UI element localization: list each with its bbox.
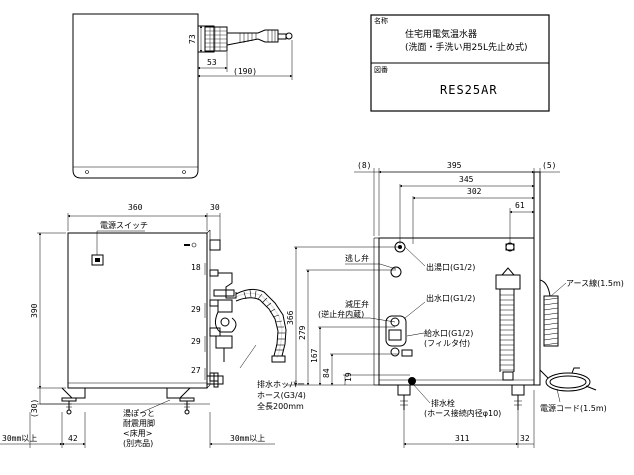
dim-360: 360 — [128, 203, 143, 212]
side-view: (8) 395 (5) 345 302 61 366 279 167 84 19 — [286, 161, 624, 448]
dim-345: 345 — [459, 175, 474, 184]
dim-32: 32 — [520, 434, 530, 443]
dim-390: 390 — [30, 303, 39, 318]
water-inlet-label-1: 給水口(G1/2) — [424, 328, 473, 338]
dim-190: (190) — [233, 67, 257, 76]
hopper-label-3: 全長200mm — [257, 401, 304, 411]
power-cord-label: 電源コード(1.5m) — [540, 404, 607, 413]
dim-30-bottom: (30) — [30, 399, 39, 418]
water-outlet-label: 出水口(G1/2) — [426, 293, 475, 303]
drawing-label: 図番 — [374, 66, 388, 74]
drain-plug-label-2: (ホース接続内径φ10) — [424, 408, 501, 418]
hopper-label-2: ホース(G3/4) — [257, 391, 306, 400]
dim-53: 53 — [207, 58, 217, 67]
power-switch-label: 電源スイッチ — [100, 221, 148, 230]
power-cord-coil — [539, 367, 597, 392]
drain-hopper — [206, 272, 287, 388]
title-block: 名称 住宅用電気温水器 (洗面・手洗い用25L先止め式) 図番 RES25AR — [370, 14, 550, 112]
foot-label-4: (別売品) — [123, 438, 153, 448]
product-name: 住宅用電気温水器 — [405, 28, 477, 40]
foot-label-2: 耐震用脚 — [123, 418, 155, 428]
relief-valve-label: 逃し弁 — [345, 253, 369, 263]
water-inlet-label-2: (フィルタ付) — [424, 338, 470, 348]
hot-outlet-label: 出湯口(G1/2) — [426, 262, 475, 272]
dim-5: (5) — [542, 161, 556, 170]
drain-plug-label-1: 排水栓 — [431, 398, 455, 408]
dim-167: 167 — [310, 348, 319, 363]
dim-19: 19 — [344, 372, 353, 382]
foot-label-3: <床用> — [123, 428, 152, 438]
top-view: 73 53 (190) — [72, 13, 293, 179]
front-view: 電源スイッチ 360 30 390 (30) — [0, 203, 306, 448]
drawing-number: RES25AR — [440, 83, 498, 97]
pressure-valve-label-1: 減圧弁 — [345, 299, 369, 309]
dim-29b: 29 — [191, 337, 201, 346]
dim-311: 311 — [455, 434, 470, 443]
dim-18: 18 — [191, 263, 201, 272]
ground-wire-label: アース線(1.5m) — [566, 278, 624, 288]
product-subtitle: (洗面・手洗い用25L先止め式) — [405, 41, 528, 53]
dim-30-top: 30 — [210, 203, 220, 212]
hopper-label-1: 排水ホッパー — [257, 379, 305, 389]
ground-wire-coil — [539, 279, 559, 347]
name-label: 名称 — [374, 16, 388, 25]
foot-label-1: 湯ぽっと — [123, 408, 155, 418]
dim-29a: 29 — [191, 305, 201, 314]
dim-73: 73 — [188, 34, 197, 44]
dim-395: 395 — [447, 161, 462, 170]
dim-27: 27 — [191, 366, 201, 375]
dim-30-left: 30mm以上 — [2, 434, 37, 443]
dim-61: 61 — [515, 201, 525, 210]
dim-84: 84 — [322, 368, 331, 378]
pressure-valve-label-2: (逆止弁内蔵) — [318, 309, 364, 319]
dim-279: 279 — [298, 325, 307, 340]
dim-30-right: 30mm以上 — [230, 434, 265, 443]
dim-42: 42 — [68, 434, 78, 443]
dim-8: (8) — [357, 161, 371, 170]
power-switch-rect — [91, 254, 104, 266]
dim-302: 302 — [467, 187, 482, 196]
dim-366: 366 — [286, 310, 295, 325]
